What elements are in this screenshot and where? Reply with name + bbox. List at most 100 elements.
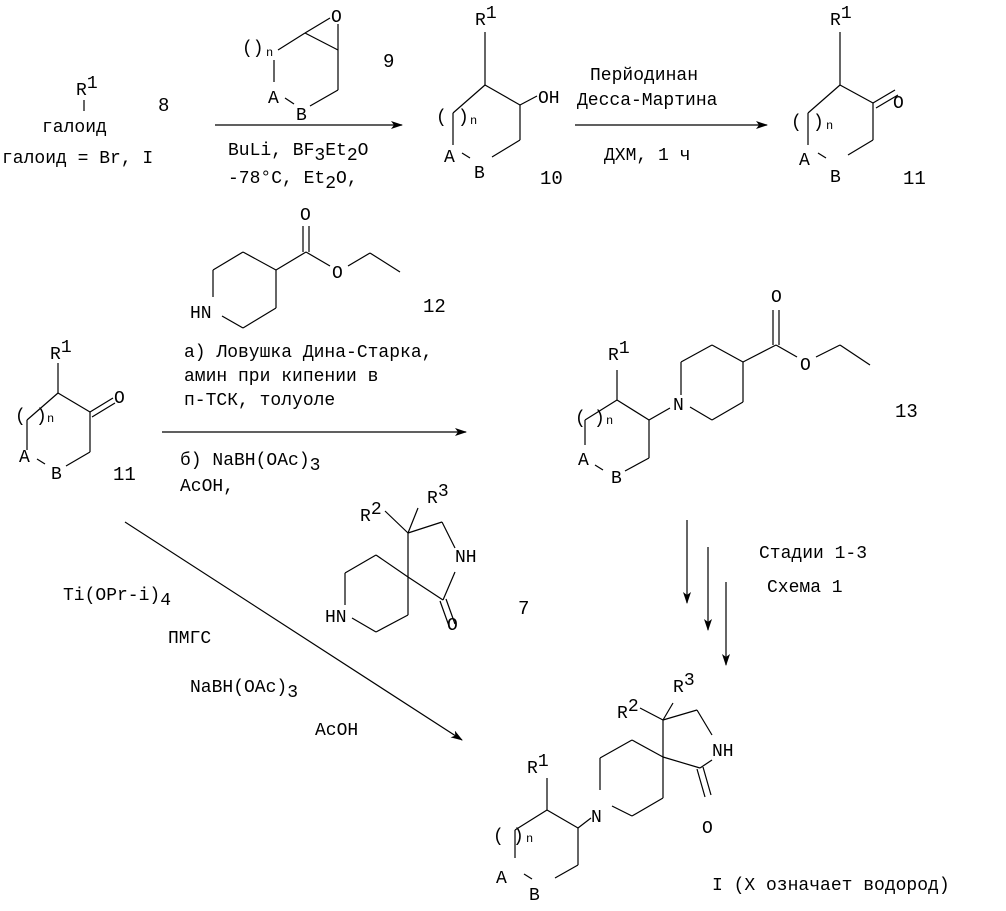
compound-13: R1 N O O ( ) n A B 13 — [575, 288, 918, 489]
compound-number: 11 — [113, 464, 136, 486]
bond-line — [840, 345, 870, 365]
bond-line — [376, 555, 408, 577]
compound-10: R1 OH ( ) n A B 10 — [436, 4, 563, 190]
bond-line — [408, 577, 443, 600]
n-subscript: n — [470, 114, 477, 128]
bond-line — [345, 555, 376, 573]
compound-8: R1 галоид галоид = Br, I 8 — [2, 74, 169, 169]
oxygen-label: O — [114, 389, 125, 409]
scheme-label: Схема 1 — [767, 578, 843, 598]
bond-line — [408, 522, 442, 533]
nitrogen-label: N — [591, 808, 602, 828]
atom-a: A — [799, 151, 810, 171]
bond-line — [442, 522, 455, 548]
bond-line — [285, 98, 294, 104]
ester-oxygen: O — [800, 356, 811, 376]
product-I: R1 R2 R3 NH N O ( ) n A B I (X означает … — [493, 671, 950, 906]
reagent-line-4: AcOH — [315, 721, 358, 741]
r1-label: R1 — [475, 4, 497, 31]
bond-line — [305, 18, 330, 33]
bond-line — [712, 345, 743, 362]
bond-line — [712, 402, 743, 420]
r3-label: R3 — [427, 482, 449, 509]
bond-line — [600, 740, 632, 758]
bond-line — [700, 760, 712, 768]
bond-line — [547, 810, 578, 828]
step3-conditions: а) Ловушка Дина-Старка, амин при кипении… — [180, 343, 432, 497]
compound-12: HN O O 12 — [190, 206, 446, 324]
bond-line — [555, 865, 578, 878]
bond-line — [243, 308, 276, 328]
r1-label: R1 — [527, 752, 549, 779]
conditions: -78°C, Et2O, — [228, 169, 358, 194]
ester-oxygen: O — [332, 264, 343, 284]
compound-number: 9 — [383, 51, 394, 73]
paren-open: ( — [575, 409, 586, 429]
bond-line — [66, 452, 90, 466]
reagents: BuLi, BF3Et2O — [228, 141, 368, 166]
compound-number: 8 — [158, 95, 169, 117]
compound-number: 13 — [895, 401, 918, 423]
hydroxyl-label: OH — [538, 89, 560, 109]
paren-open: ( — [493, 827, 504, 847]
atom-a: A — [496, 869, 507, 889]
compound-number: 7 — [518, 598, 529, 620]
bond-line — [816, 345, 840, 357]
bond-line — [243, 252, 276, 270]
reagent-line-2: Десса-Мартина — [577, 91, 718, 111]
atom-a: A — [19, 448, 30, 468]
bond-line — [640, 708, 663, 720]
paren-close: ) — [594, 409, 605, 429]
atom-a: A — [578, 451, 589, 471]
nh-label: NH — [455, 548, 477, 568]
r1-label: R1 — [830, 4, 852, 31]
reaction-arrows — [125, 125, 767, 740]
bond-line — [352, 618, 376, 632]
bond-line — [213, 252, 243, 270]
nh-label: NH — [712, 742, 734, 762]
conditions: ДХМ, 1 ч — [604, 146, 690, 166]
hn-label: HN — [325, 608, 347, 628]
condition-b-line-1: б) NaBH(OAc)3 — [180, 450, 320, 476]
bond-line — [443, 572, 455, 600]
oxygen-label: O — [331, 8, 342, 28]
bond-line — [492, 140, 520, 157]
r1-label: R1 — [608, 339, 630, 366]
bond-line — [690, 407, 712, 420]
bond-line — [276, 252, 306, 270]
bond-line — [632, 740, 663, 757]
atom-b: B — [296, 106, 307, 126]
bond-line — [681, 345, 712, 362]
bond-line — [408, 508, 418, 533]
bond-line — [92, 403, 115, 417]
paren-open: ( — [791, 113, 802, 133]
nitrogen-label: N — [673, 396, 684, 416]
bond-line — [520, 96, 537, 105]
bond-line — [595, 465, 603, 470]
r2-label: R2 — [360, 500, 382, 527]
reagent-line-2: ПМГС — [168, 629, 211, 649]
bond-line — [697, 710, 712, 735]
atom-b: B — [611, 469, 622, 489]
bond-line — [306, 252, 330, 266]
step2-conditions: Перйодинан Десса-Мартина ДХМ, 1 ч — [577, 66, 718, 166]
reagent-line-3: NaBH(OAc)3 — [190, 678, 298, 703]
bond-line — [278, 33, 305, 50]
compound-number: 11 — [903, 168, 926, 190]
bond-line — [485, 85, 520, 105]
n-subscript: n — [526, 832, 533, 846]
atom-b: B — [830, 168, 841, 188]
halide-label: галоид — [42, 118, 107, 138]
bond-line — [840, 85, 873, 103]
paren-close: ) — [36, 407, 47, 427]
bond-line — [743, 345, 776, 362]
atom-b: B — [474, 164, 485, 184]
r1-label: R1 — [76, 74, 98, 101]
bond-line — [58, 393, 90, 412]
compound-11-left: R1 O ( ) n A B 11 — [15, 338, 136, 486]
steps-label: Стадии 1-3 — [759, 544, 867, 564]
bond-line — [524, 874, 532, 879]
n-subscript: n — [47, 412, 54, 426]
step4-conditions: Ti(OPr-i)4 ПМГС NaBH(OAc)3 AcOH — [63, 586, 358, 741]
